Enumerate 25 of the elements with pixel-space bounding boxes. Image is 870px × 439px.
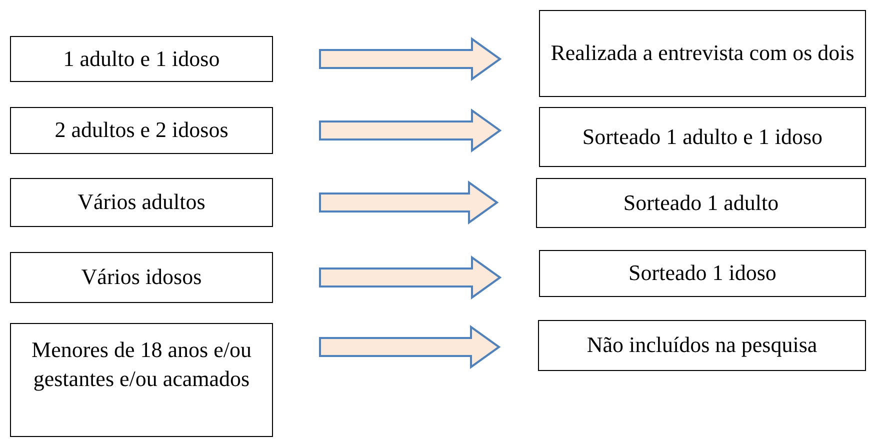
process-box <box>10 107 273 154</box>
box-text: Menores de 18 anos e/ou gestantes e/ou acamados <box>30 336 252 393</box>
block-arrow <box>319 256 502 300</box>
block-arrow <box>319 108 502 152</box>
process-box <box>10 323 273 437</box>
box-text: Sorteado 1 idoso <box>628 259 776 288</box>
process-box <box>10 36 273 82</box>
box-text: Não incluídos na pesquisa <box>586 331 818 360</box>
process-box <box>10 178 273 227</box>
box-text: Vários idosos <box>81 263 202 292</box>
block-arrow <box>319 325 501 369</box>
process-box <box>536 178 866 228</box>
process-box <box>539 250 866 297</box>
box-text: Sorteado 1 adulto <box>623 188 779 217</box>
process-box <box>538 320 866 371</box>
box-text: Sorteado 1 adulto e 1 idoso <box>582 122 823 151</box>
block-arrow <box>319 180 499 224</box>
block-arrow <box>319 37 502 81</box>
box-text: 2 adultos e 2 idosos <box>54 116 228 144</box>
box-text: Vários adultos <box>78 188 206 216</box>
process-box <box>10 252 273 303</box>
process-box <box>539 10 866 97</box>
box-text: 1 adulto e 1 idoso <box>63 44 220 73</box>
process-box <box>539 107 866 167</box>
box-text: Realizada a entrevista com os dois <box>550 39 854 68</box>
